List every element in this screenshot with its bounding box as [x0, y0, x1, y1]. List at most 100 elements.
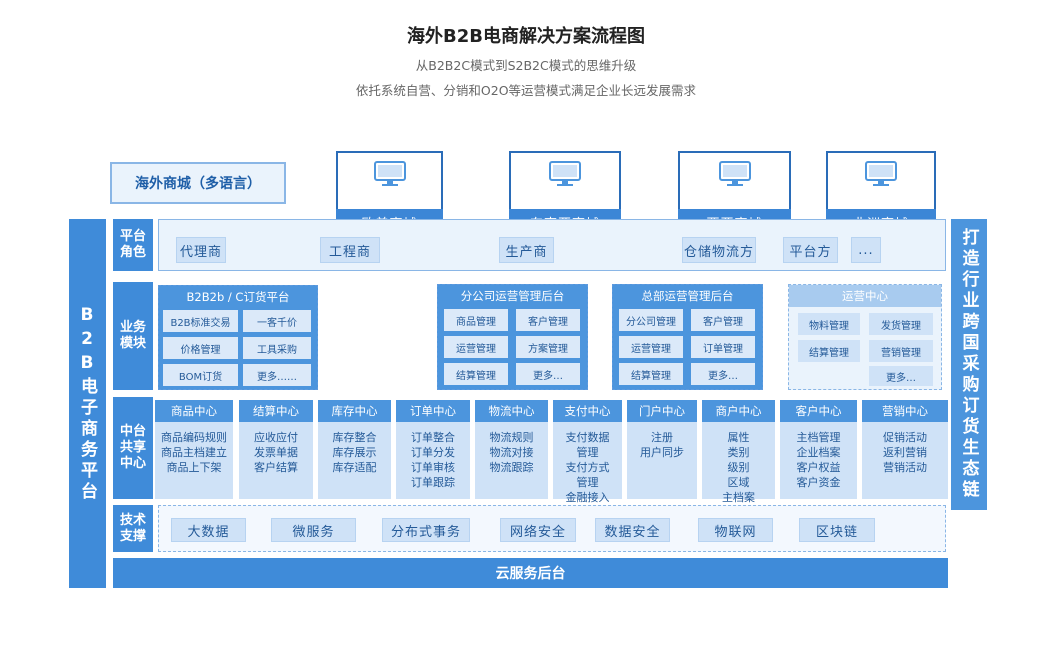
module-cell[interactable]: 分公司管理 — [619, 309, 683, 331]
center-title: 结算中心 — [239, 400, 313, 422]
center-body: 订单整合订单分发订单审核订单跟踪 — [396, 422, 470, 490]
tech-data-security[interactable]: 数据安全 — [595, 518, 670, 542]
role-engineer[interactable]: 工程商 — [320, 237, 380, 263]
store-africa[interactable]: 非洲商城 — [826, 151, 936, 235]
tech-network-security[interactable]: 网络安全 — [500, 518, 576, 542]
module-cell[interactable]: 一客千价 — [243, 310, 311, 332]
module-cell[interactable]: 营销管理 — [869, 340, 933, 362]
module-cell[interactable]: 更多… — [691, 363, 755, 385]
module-cell[interactable]: 更多… — [869, 366, 933, 386]
center-line: 物流规则 — [489, 431, 534, 444]
module-cell[interactable]: 结算管理 — [444, 363, 508, 385]
center-column[interactable]: 商品中心商品编码规则商品主档建立商品上下架 — [155, 400, 233, 499]
center-line: 支付数据 — [565, 431, 610, 444]
role-logistics[interactable]: 仓储物流方 — [682, 237, 756, 263]
tech-microservice[interactable]: 微服务 — [271, 518, 356, 542]
module-cell[interactable]: 价格管理 — [163, 337, 238, 359]
module-cell[interactable]: 更多…… — [243, 364, 311, 386]
center-title: 库存中心 — [318, 400, 391, 422]
role-more[interactable]: ... — [851, 237, 881, 263]
monitor-icon — [718, 161, 751, 186]
center-column[interactable]: 支付中心支付数据管理支付方式管理金融接入 — [553, 400, 622, 504]
middle-row-label: 中台共享中心 — [113, 397, 153, 499]
tech-blockchain[interactable]: 区块链 — [799, 518, 875, 542]
module-cell[interactable]: BOM订货 — [163, 364, 238, 386]
center-line: 商品上下架 — [166, 461, 222, 474]
center-line: 区域 — [727, 476, 750, 489]
store-frame — [509, 151, 621, 209]
center-line: 促销活动 — [883, 431, 927, 444]
center-column[interactable]: 商户中心属性类别级别区域主档案 — [702, 400, 775, 504]
center-body: 注册用户同步 — [627, 422, 697, 460]
center-column[interactable]: 营销中心促销活动返利营销营销活动 — [862, 400, 948, 499]
center-line: 客户资金 — [796, 476, 841, 489]
module-cell[interactable]: 物料管理 — [798, 313, 860, 335]
module-cell[interactable]: 运营管理 — [619, 336, 683, 358]
store-frame — [826, 151, 936, 209]
module-cell[interactable]: 发货管理 — [869, 313, 933, 335]
center-column[interactable]: 订单中心订单整合订单分发订单审核订单跟踪 — [396, 400, 470, 499]
module-cell[interactable]: 客户管理 — [516, 309, 580, 331]
center-line: 级别 — [727, 461, 750, 474]
module-cell[interactable]: 商品管理 — [444, 309, 508, 331]
role-agent[interactable]: 代理商 — [176, 237, 226, 263]
b2b-platform-bar: B2B电子商务平台 — [69, 219, 106, 588]
panel-branch-admin: 分公司运营管理后台 商品管理 客户管理 运营管理 方案管理 结算管理 更多… — [437, 284, 588, 390]
module-cell[interactable]: 订单管理 — [691, 336, 755, 358]
role-manufacturer[interactable]: 生产商 — [499, 237, 554, 263]
center-line: 营销活动 — [883, 461, 927, 474]
center-title: 商品中心 — [155, 400, 233, 422]
center-line: 库存适配 — [332, 461, 377, 474]
module-cell[interactable]: B2B标准交易 — [163, 310, 238, 332]
center-line: 企业档案 — [796, 446, 841, 459]
center-line: 客户权益 — [796, 461, 841, 474]
center-title: 支付中心 — [553, 400, 622, 422]
center-line: 返利营销 — [883, 446, 927, 459]
module-cell[interactable]: 结算管理 — [619, 363, 683, 385]
center-column[interactable]: 物流中心物流规则物流对接物流跟踪 — [475, 400, 548, 499]
module-cell[interactable]: 运营管理 — [444, 336, 508, 358]
module-cell[interactable]: 客户管理 — [691, 309, 755, 331]
module-cell[interactable]: 更多… — [516, 363, 580, 385]
tech-iot[interactable]: 物联网 — [698, 518, 773, 542]
overseas-store-label: 海外商城（多语言） — [110, 162, 286, 204]
tech-distributed-transaction[interactable]: 分布式事务 — [382, 518, 470, 542]
center-column[interactable]: 结算中心应收应付发票单据客户结算 — [239, 400, 313, 499]
module-cell[interactable]: 结算管理 — [798, 340, 860, 362]
roles-row-label: 平台角色 — [113, 219, 153, 271]
panel-title: 分公司运营管理后台 — [460, 289, 565, 303]
center-column[interactable]: 门户中心注册用户同步 — [627, 400, 697, 499]
panel-title: 总部运营管理后台 — [641, 289, 734, 303]
cloud-backend-bar: 云服务后台 — [113, 558, 948, 588]
panel-ordering-platform: B2B2b / C订货平台 B2B标准交易 一客千价 价格管理 工具采购 BOM… — [158, 285, 318, 390]
center-body: 支付数据管理支付方式管理金融接入 — [553, 422, 622, 505]
store-west-asia[interactable]: 西亚商城 — [678, 151, 791, 235]
center-line: 主档管理 — [796, 431, 841, 444]
center-line: 商品编码规则 — [161, 431, 227, 444]
center-title: 门户中心 — [627, 400, 697, 422]
center-line: 订单分发 — [411, 446, 455, 459]
module-cell[interactable]: 工具采购 — [243, 337, 311, 359]
center-column[interactable]: 库存中心库存整合库存展示库存适配 — [318, 400, 391, 499]
center-body: 促销活动返利营销营销活动 — [862, 422, 948, 475]
center-body: 属性类别级别区域主档案 — [702, 422, 775, 505]
center-line: 管理 — [576, 446, 599, 459]
center-body: 库存整合库存展示库存适配 — [318, 422, 391, 475]
business-row-label: 业务模块 — [113, 282, 153, 390]
center-title: 订单中心 — [396, 400, 470, 422]
center-line: 管理 — [576, 476, 599, 489]
center-title: 营销中心 — [862, 400, 948, 422]
center-line: 发票单据 — [254, 446, 298, 459]
module-cell[interactable]: 方案管理 — [516, 336, 580, 358]
center-body: 商品编码规则商品主档建立商品上下架 — [155, 422, 233, 475]
center-column[interactable]: 客户中心主档管理企业档案客户权益客户资金 — [780, 400, 857, 499]
ecosystem-bar: 打造行业跨国采购订货生态链 — [951, 219, 987, 510]
panel-title: 运营中心 — [842, 289, 888, 303]
monitor-icon — [373, 161, 406, 186]
role-platform[interactable]: 平台方 — [783, 237, 838, 263]
panel-header — [789, 285, 941, 307]
monitor-icon — [865, 161, 897, 186]
tech-bigdata[interactable]: 大数据 — [171, 518, 246, 542]
center-line: 注册 — [651, 431, 673, 444]
center-line: 金融接入 — [565, 491, 610, 504]
